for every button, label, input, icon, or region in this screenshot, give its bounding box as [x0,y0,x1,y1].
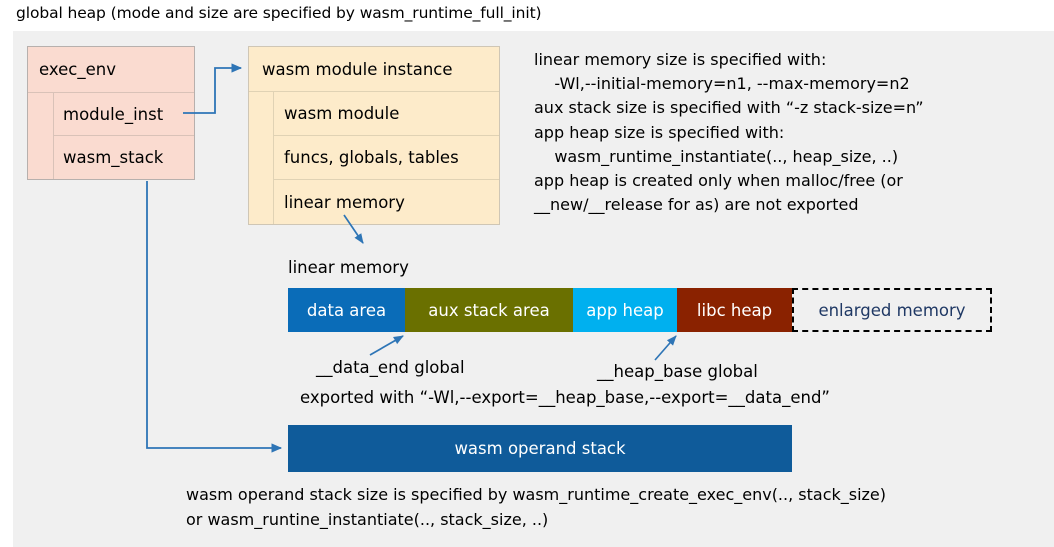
module-instance-rows: wasm module funcs, globals, tables linea… [274,92,499,224]
module-instance-row-wasm-module: wasm module [274,92,499,136]
linear-memory-note: linear memory size is specified with: -W… [534,50,924,215]
wasm-module-instance-box: wasm module instance wasm module funcs, … [248,46,500,225]
page-title: global heap (mode and size are specified… [16,4,542,22]
wasm-operand-stack-box: wasm operand stack [288,425,792,472]
memory-segment-libc-heap: libc heap [677,288,792,332]
memory-segment-aux-stack-area: aux stack area [405,288,573,332]
exec-env-box: exec_env module_inst wasm_stack [27,46,195,180]
linear-memory-caption: linear memory [288,258,409,277]
module-instance-row-funcs-globals-tables: funcs, globals, tables [274,136,499,180]
module-instance-header: wasm module instance [249,47,499,92]
annotation-heap-base: __heap_base global [597,362,758,381]
module-instance-body: wasm module funcs, globals, tables linea… [249,92,499,224]
memory-segment-data-area: data area [288,288,405,332]
exec-env-rows: module_inst wasm_stack [54,93,194,179]
exec-env-body: module_inst wasm_stack [28,93,194,179]
module-instance-gutter [249,92,274,224]
module-instance-row-linear-memory: linear memory [284,192,405,212]
exec-env-row-wasm-stack: wasm_stack [63,148,164,167]
operand-stack-note: wasm operand stack size is specified by … [186,485,887,529]
annotation-data-end: __data_end global [316,358,465,377]
exec-env-gutter [28,93,54,179]
annotation-exported: exported with “-Wl,--export=__heap_base,… [300,388,830,407]
exec-env-header: exec_env [28,47,194,93]
memory-segment-app-heap: app heap [573,288,677,332]
memory-segment-enlarged-memory: enlarged memory [792,288,992,332]
exec-env-row-module-inst: module_inst [54,93,194,136]
